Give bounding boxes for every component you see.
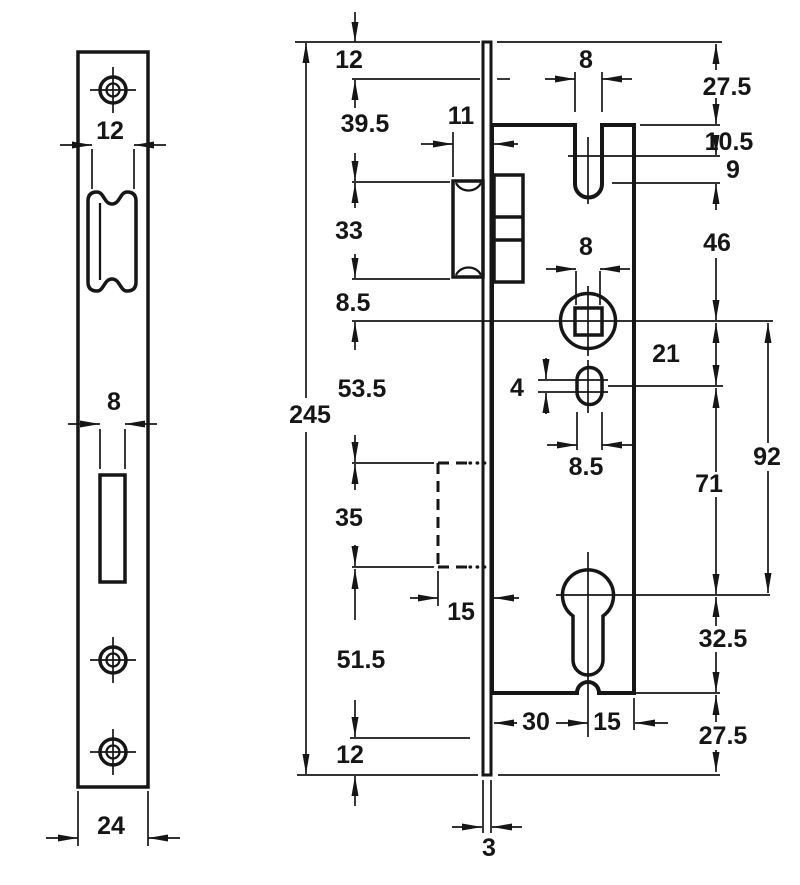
dim-label: 46 (703, 229, 731, 257)
dim-label: 24 (97, 812, 125, 840)
faceplate-front-view: 12 8 24 (46, 50, 180, 846)
faceplate-outline (76, 50, 150, 789)
dim-label: 32.5 (699, 625, 748, 653)
dim-label: 51.5 (337, 646, 386, 674)
dim-label: 8 (579, 46, 593, 74)
dim-spindle-to-cylinder: 92 (753, 323, 781, 593)
dim-label: 30 (522, 708, 550, 736)
dim-label: 27.5 (699, 722, 748, 750)
dim-plate-hole-width: 12 (60, 117, 166, 189)
dim-plate-width: 24 (46, 791, 180, 846)
dim-oval-straight: 4 (510, 358, 550, 414)
deadbolt-cutout (98, 473, 127, 584)
dim-label: 9 (726, 156, 740, 184)
dim-label: 245 (289, 401, 331, 429)
dim-label: 39.5 (341, 110, 390, 138)
dim-chain-right: 27.5 10.5 9 46 21 71 32.5 27.5 (652, 44, 753, 772)
dim-label: 71 (695, 470, 723, 498)
faceplate-side-strip (481, 40, 493, 777)
dim-label: 33 (335, 217, 363, 245)
dim-label: 11 (448, 102, 475, 130)
dim-faceplate-thickness: 3 (452, 780, 522, 862)
dim-label: 8 (579, 233, 593, 261)
dim-label: 8.5 (569, 453, 604, 481)
dim-chain-left: 12 39.5 33 8.5 53.5 35 51.5 12 (335, 12, 389, 806)
dim-label: 15 (447, 598, 475, 626)
dim-label: 12 (96, 117, 124, 145)
dim-label: 12 (335, 46, 363, 74)
lock-case-outline (490, 123, 636, 695)
dim-label: 3 (482, 834, 496, 862)
dim-total-length: 245 (289, 43, 331, 774)
latchbolt-head (451, 179, 485, 279)
latch-cutout (86, 190, 138, 293)
dim-top-slot-width: 8 (545, 46, 632, 112)
dim-label: 4 (510, 374, 524, 402)
dim-label: 53.5 (338, 375, 387, 403)
latchbolt-bottom-bevel (454, 266, 483, 276)
dim-label: 35 (335, 504, 363, 532)
dim-label: 8.5 (336, 289, 371, 317)
dim-spindle-square: 8 (546, 233, 630, 305)
dim-label: 27.5 (703, 73, 752, 101)
dim-backset: 30 15 (494, 698, 668, 736)
dim-label: 10.5 (705, 128, 754, 156)
oval-fixing-hole (575, 365, 604, 407)
lock-body-side-view: 245 12 39.5 33 8.5 53.5 35 51.5 12 (289, 12, 781, 862)
latchbolt-tail-block (492, 173, 525, 284)
screw-hole-bottom-2 (90, 729, 136, 775)
latchbolt-top-bevel (454, 182, 483, 192)
screw-hole-bottom-1 (90, 637, 136, 683)
dim-latch-protrusion: 11 (421, 102, 518, 177)
dim-plate-slot-width: 8 (68, 388, 157, 469)
dim-label: 92 (753, 443, 781, 471)
dim-label: 12 (336, 741, 364, 769)
dim-hidden-depth: 15 (410, 571, 519, 626)
dim-label: 15 (593, 708, 621, 736)
dim-oval-width: 8.5 (547, 412, 632, 481)
dim-label: 8 (107, 388, 121, 416)
dim-label: 21 (652, 340, 680, 368)
screw-hole-top (90, 67, 136, 113)
